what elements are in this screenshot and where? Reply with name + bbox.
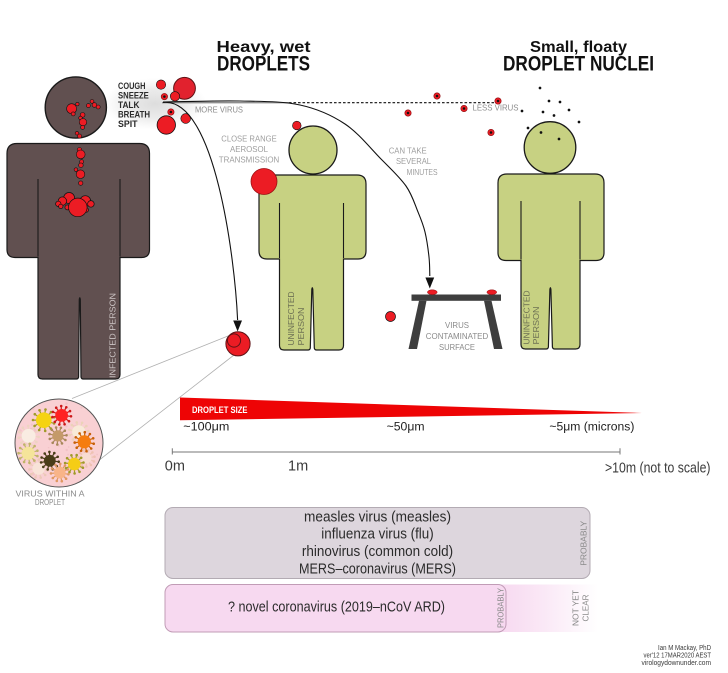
svg-text:PROBABLY: PROBABLY: [579, 520, 589, 565]
svg-text:VIRUS: VIRUS: [445, 320, 469, 330]
svg-text:SPIT: SPIT: [118, 119, 138, 129]
svg-text:MERS–coronavirus (MERS): MERS–coronavirus (MERS): [299, 561, 456, 577]
svg-text:~5μm (microns): ~5μm (microns): [549, 420, 634, 434]
svg-text:MORE VIRUS: MORE VIRUS: [195, 106, 243, 115]
svg-text:COUGH: COUGH: [118, 81, 146, 91]
svg-text:DROPLET: DROPLET: [35, 497, 65, 507]
svg-text:UNINFECTED: UNINFECTED: [522, 291, 532, 345]
svg-text:~50μm: ~50μm: [387, 420, 425, 434]
svg-text:? novel coronavirus (2019–nCoV: ? novel coronavirus (2019–nCoV ARD): [228, 600, 445, 616]
svg-text:~100μm: ~100μm: [183, 420, 229, 434]
svg-text:LESS VIRUS: LESS VIRUS: [473, 104, 520, 113]
svg-text:SNEEZE: SNEEZE: [118, 90, 149, 100]
svg-text:rhinovirus (common cold): rhinovirus (common cold): [302, 544, 453, 560]
svg-text:DROPLET SIZE: DROPLET SIZE: [192, 405, 248, 415]
svg-text:PERSON: PERSON: [531, 307, 541, 345]
svg-text:TALK: TALK: [118, 100, 140, 110]
svg-text:CLOSE RANGE: CLOSE RANGE: [221, 133, 277, 143]
svg-text:0m: 0m: [165, 459, 185, 475]
svg-text:INFECTED PERSON: INFECTED PERSON: [108, 293, 118, 378]
svg-text:Ian M Mackay, PhD: Ian M Mackay, PhD: [658, 645, 711, 652]
svg-text:MINUTES: MINUTES: [407, 167, 438, 177]
svg-text:ver'12 17MAR2020 AEST: ver'12 17MAR2020 AEST: [644, 652, 712, 659]
svg-text:virologydownunder.com: virologydownunder.com: [642, 660, 712, 667]
svg-text:Small, floaty: Small, floaty: [530, 39, 627, 56]
svg-text:>10m (not to scale): >10m (not to scale): [605, 461, 711, 477]
svg-text:SURFACE: SURFACE: [439, 342, 475, 352]
svg-text:PERSON: PERSON: [296, 308, 306, 346]
svg-text:PROBABLY: PROBABLY: [496, 588, 506, 628]
svg-text:influenza virus (flu): influenza virus (flu): [321, 527, 433, 543]
svg-text:Heavy, wet: Heavy, wet: [217, 39, 312, 56]
svg-text:CAN TAKE: CAN TAKE: [389, 145, 427, 155]
svg-text:BREATH: BREATH: [118, 109, 150, 119]
svg-text:CONTAMINATED: CONTAMINATED: [426, 331, 489, 341]
svg-text:DROPLET NUCLEI: DROPLET NUCLEI: [503, 53, 654, 76]
svg-text:NOT YET: NOT YET: [571, 590, 581, 626]
svg-text:UNINFECTED: UNINFECTED: [286, 292, 296, 346]
svg-text:measles virus (measles): measles virus (measles): [304, 509, 451, 525]
svg-text:DROPLETS: DROPLETS: [217, 53, 310, 76]
svg-text:1m: 1m: [288, 459, 308, 475]
svg-text:CLEAR: CLEAR: [581, 595, 591, 622]
svg-text:VIRUS WITHIN A: VIRUS WITHIN A: [16, 489, 85, 499]
svg-text:AEROSOL: AEROSOL: [230, 144, 268, 154]
svg-text:TRANSMISSION: TRANSMISSION: [219, 154, 280, 164]
svg-text:SEVERAL: SEVERAL: [396, 156, 431, 166]
